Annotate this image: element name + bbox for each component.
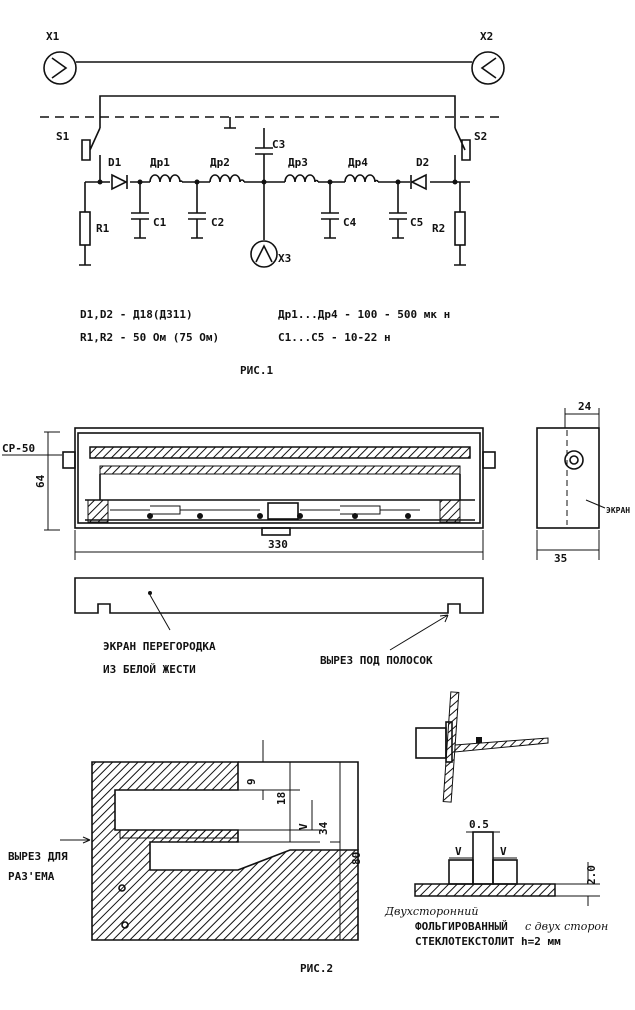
figure-2-housing-front: СР-50 64 330 [2,427,496,560]
diode-d2: D2 [410,156,429,191]
svg-text:C4: C4 [343,216,357,229]
switch-s2: S2 [454,127,487,182]
capacitor-c2: C2 [188,182,224,239]
switch-s1: S1 [56,127,101,182]
dim-9: 9 [245,778,258,785]
dim-length-330: 330 [268,538,288,551]
svg-text:Др2: Др2 [210,156,230,169]
dim-18: 18 [275,792,288,805]
svg-text:C3: C3 [272,138,285,151]
connector-sr50-label: СР-50 [2,442,35,455]
dim-height-64: 64 [34,474,47,488]
spec-capacitors: C1...C5 - 10-22 н [278,331,391,344]
svg-text:S1: S1 [56,130,70,143]
choke-dr1: Др1 [149,156,183,183]
dim-2-0: 2.0 [585,865,598,885]
svg-text:R1: R1 [96,222,110,235]
svg-text:C5: C5 [410,216,423,229]
pcb-note-handwritten: Двухсторонний [384,905,478,918]
figure-1-circuit: X1 X2 S1 S2 D1 D2 Др1 [40,30,505,377]
cutout-connector-label-2: РАЗ'ЕМА [8,870,55,883]
connector-x2: X2 [471,30,505,85]
cutout-connector-label: ВЫРЕЗ ДЛЯ [8,850,68,863]
connector-x1: X1 [43,30,77,85]
dim-v: V [297,823,310,830]
svg-text:X3: X3 [278,252,291,265]
dim-side-35: 35 [554,552,567,565]
capacitor-c5: C5 [389,182,423,239]
pcb-note-foil: ФОЛЬГИРОВАННЫЙ [415,920,508,933]
choke-dr3: Др3 [284,156,319,183]
svg-text:D1: D1 [108,156,122,169]
svg-text:Др3: Др3 [288,156,308,169]
resistor-r1: R1 [79,182,110,266]
spec-chokes: Др1...Др4 - 100 - 500 мк н [278,308,450,321]
figure-2-bracket-section: 9 18 V 34 80 ВЫРЕЗ ДЛЯ РАЗ'ЕМА [8,740,363,941]
figure-2-connector-mount [415,691,549,803]
capacitor-c4: C4 [321,182,357,239]
svg-text:D2: D2 [416,156,429,169]
partition-label: ЭКРАН ПЕРЕГОРОДКА [103,640,216,653]
connector-x3: X3 [250,182,291,268]
strip-line [99,95,456,128]
svg-text:X2: X2 [480,30,493,43]
partition-screen [89,446,471,459]
svg-text:C1: C1 [153,216,167,229]
dim-side-24: 24 [578,400,592,413]
figure-1-caption: РИС.1 [240,364,273,377]
dim-0-5: 0.5 [469,818,489,831]
figure-2-partition-plate: ЭКРАН ПЕРЕГОРОДКА ИЗ БЕЛОЙ ЖЕСТИ ВЫРЕЗ П… [74,577,484,676]
choke-dr2: Др2 [209,156,245,183]
pcb-note-both-sides: с двух сторон [525,920,608,933]
choke-dr4: Др4 [344,156,379,183]
resistor-r2: R2 [432,182,466,266]
dim-34: 34 [317,821,330,835]
svg-text:X1: X1 [46,30,60,43]
figure-2-caption: РИС.2 [300,962,333,975]
capacitor-c1: C1 [131,182,167,239]
cutout-strip-label: ВЫРЕЗ ПОД ПОЛОСОК [320,654,433,667]
svg-text:S2: S2 [474,130,487,143]
svg-text:C2: C2 [211,216,224,229]
dim-80: 80 [350,852,363,865]
capacitor-c3: C3 [255,128,285,182]
spec-diodes: D1,D2 - Д18(Д311) [80,308,193,321]
dim-v-left: V [455,845,462,858]
svg-text:Др1: Др1 [150,156,170,169]
screen-label: ЭКРАН [606,506,630,515]
figure-2-stripline-section: V V 0.5 2.0 Двухсторонний ФОЛЬГИРОВАННЫЙ… [384,818,608,948]
diode-d1: D1 [108,156,128,191]
dim-v-right: V [500,845,507,858]
svg-text:Др4: Др4 [348,156,368,169]
partition-material-label: ИЗ БЕЛОЙ ЖЕСТИ [103,663,196,676]
pcb-note-material: СТЕКЛОТЕКСТОЛИТ h=2 мм [415,935,561,948]
spec-resistors: R1,R2 - 50 Ом (75 Ом) [80,331,219,344]
svg-text:R2: R2 [432,222,445,235]
figure-2-housing-side: 24 ЭКРАН 35 [536,400,630,565]
